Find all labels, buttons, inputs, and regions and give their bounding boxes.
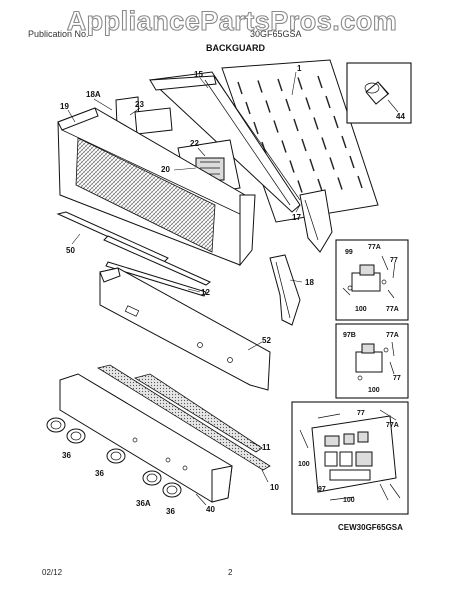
panel-holes [132, 437, 188, 471]
vent-slot [289, 160, 295, 173]
vent-slot [301, 138, 307, 152]
callout-77a-top: 77A [368, 244, 381, 251]
watermark: AppliancePartsPros.com [67, 6, 398, 36]
part-36a-knob [142, 470, 162, 486]
vent-slot [273, 120, 279, 133]
vent-slot [333, 115, 339, 129]
part-10-strip [96, 364, 271, 471]
vent-slot [313, 117, 319, 130]
callout-77-box2: 77 [393, 375, 401, 382]
vent-slot [341, 135, 347, 149]
part-36-knob-3 [106, 448, 126, 464]
model-number: CEW30GF65GSA [338, 523, 403, 532]
callout-10: 10 [270, 483, 279, 492]
vent-slot [317, 178, 323, 192]
vent-slot [253, 121, 259, 135]
callout-77-box3: 77 [357, 410, 365, 417]
part-40-control-panel [59, 373, 233, 503]
vent-slot [321, 137, 327, 150]
vent-slot [281, 140, 287, 153]
callout-99: 99 [345, 249, 353, 256]
part-36-knob-1 [46, 417, 66, 433]
footer-date: 02/12 [42, 568, 63, 577]
callout-20: 20 [161, 165, 170, 174]
callout-15: 15 [194, 70, 203, 79]
callout-18a: 18A [86, 90, 101, 99]
vent-slot [309, 158, 315, 172]
vent-slot [237, 81, 243, 95]
vent-slot [297, 77, 303, 90]
callout-77a-box3: 77A [386, 422, 399, 429]
part-18-bracket [269, 254, 301, 326]
vent-slot [257, 80, 263, 93]
callout-100-box3-left: 100 [298, 461, 310, 468]
vent-slot [305, 97, 311, 110]
callout-40: 40 [206, 505, 215, 514]
vent-slot [329, 157, 335, 170]
callout-36-a: 36 [62, 451, 71, 460]
part-11-strip [133, 373, 263, 453]
vent-slot [325, 95, 331, 109]
callout-18: 18 [305, 278, 314, 287]
vent-slot [277, 78, 283, 92]
callout-23: 23 [135, 100, 144, 109]
part-19-backguard-body [57, 107, 256, 267]
vent-slot [337, 177, 343, 190]
callout-11: 11 [262, 443, 271, 452]
callout-12: 12 [201, 288, 210, 297]
callout-1: 1 [297, 64, 302, 73]
callout-100-box1: 100 [355, 306, 367, 313]
callout-22: 22 [190, 139, 199, 148]
vent-slot [349, 155, 355, 169]
detail-box-relay-99 [335, 239, 409, 321]
callout-100-box2: 100 [368, 387, 380, 394]
part-1-back-panel [221, 59, 379, 223]
detail-box-44 [346, 62, 412, 124]
part-50-trim [56, 211, 211, 286]
callout-97b: 97B [343, 332, 356, 339]
part-12-trim [105, 261, 207, 297]
callout-77a-box2: 77A [386, 332, 399, 339]
vent-slot [265, 100, 271, 113]
detail-box-relay-97b [335, 323, 409, 399]
callout-97: 97 [318, 486, 326, 493]
callout-36-b: 36 [95, 469, 104, 478]
model-code-header: 30GF65GSA [250, 29, 302, 39]
callout-77-box1: 77 [390, 257, 398, 264]
part-36-knob-2 [66, 428, 86, 444]
callout-36-c: 36 [166, 507, 175, 516]
page-title: BACKGUARD [206, 43, 265, 53]
callout-52: 52 [262, 336, 271, 345]
detail-box-board-97 [291, 401, 409, 515]
vent-slot [317, 75, 323, 89]
footer-page-number: 2 [228, 568, 233, 577]
part-36-knob-4 [162, 482, 182, 498]
side-bracket [299, 189, 333, 253]
callout-17: 17 [292, 213, 301, 222]
callout-44: 44 [396, 112, 405, 121]
vent-slot [293, 118, 299, 132]
callout-100-box3-bottom: 100 [343, 497, 355, 504]
vent-slot [285, 98, 291, 112]
part-52-lower-bracket [99, 267, 271, 391]
part-44-knob-insert [364, 81, 390, 105]
callout-19: 19 [60, 102, 69, 111]
publication-label: Publication No. [28, 29, 89, 39]
callout-36a: 36A [136, 499, 151, 508]
leader-lines [67, 71, 399, 506]
vent-slot [357, 175, 363, 189]
callout-77a-bottom: 77A [386, 306, 399, 313]
vent-slot [297, 180, 303, 193]
callout-50: 50 [66, 246, 75, 255]
vent-slot [245, 101, 251, 115]
